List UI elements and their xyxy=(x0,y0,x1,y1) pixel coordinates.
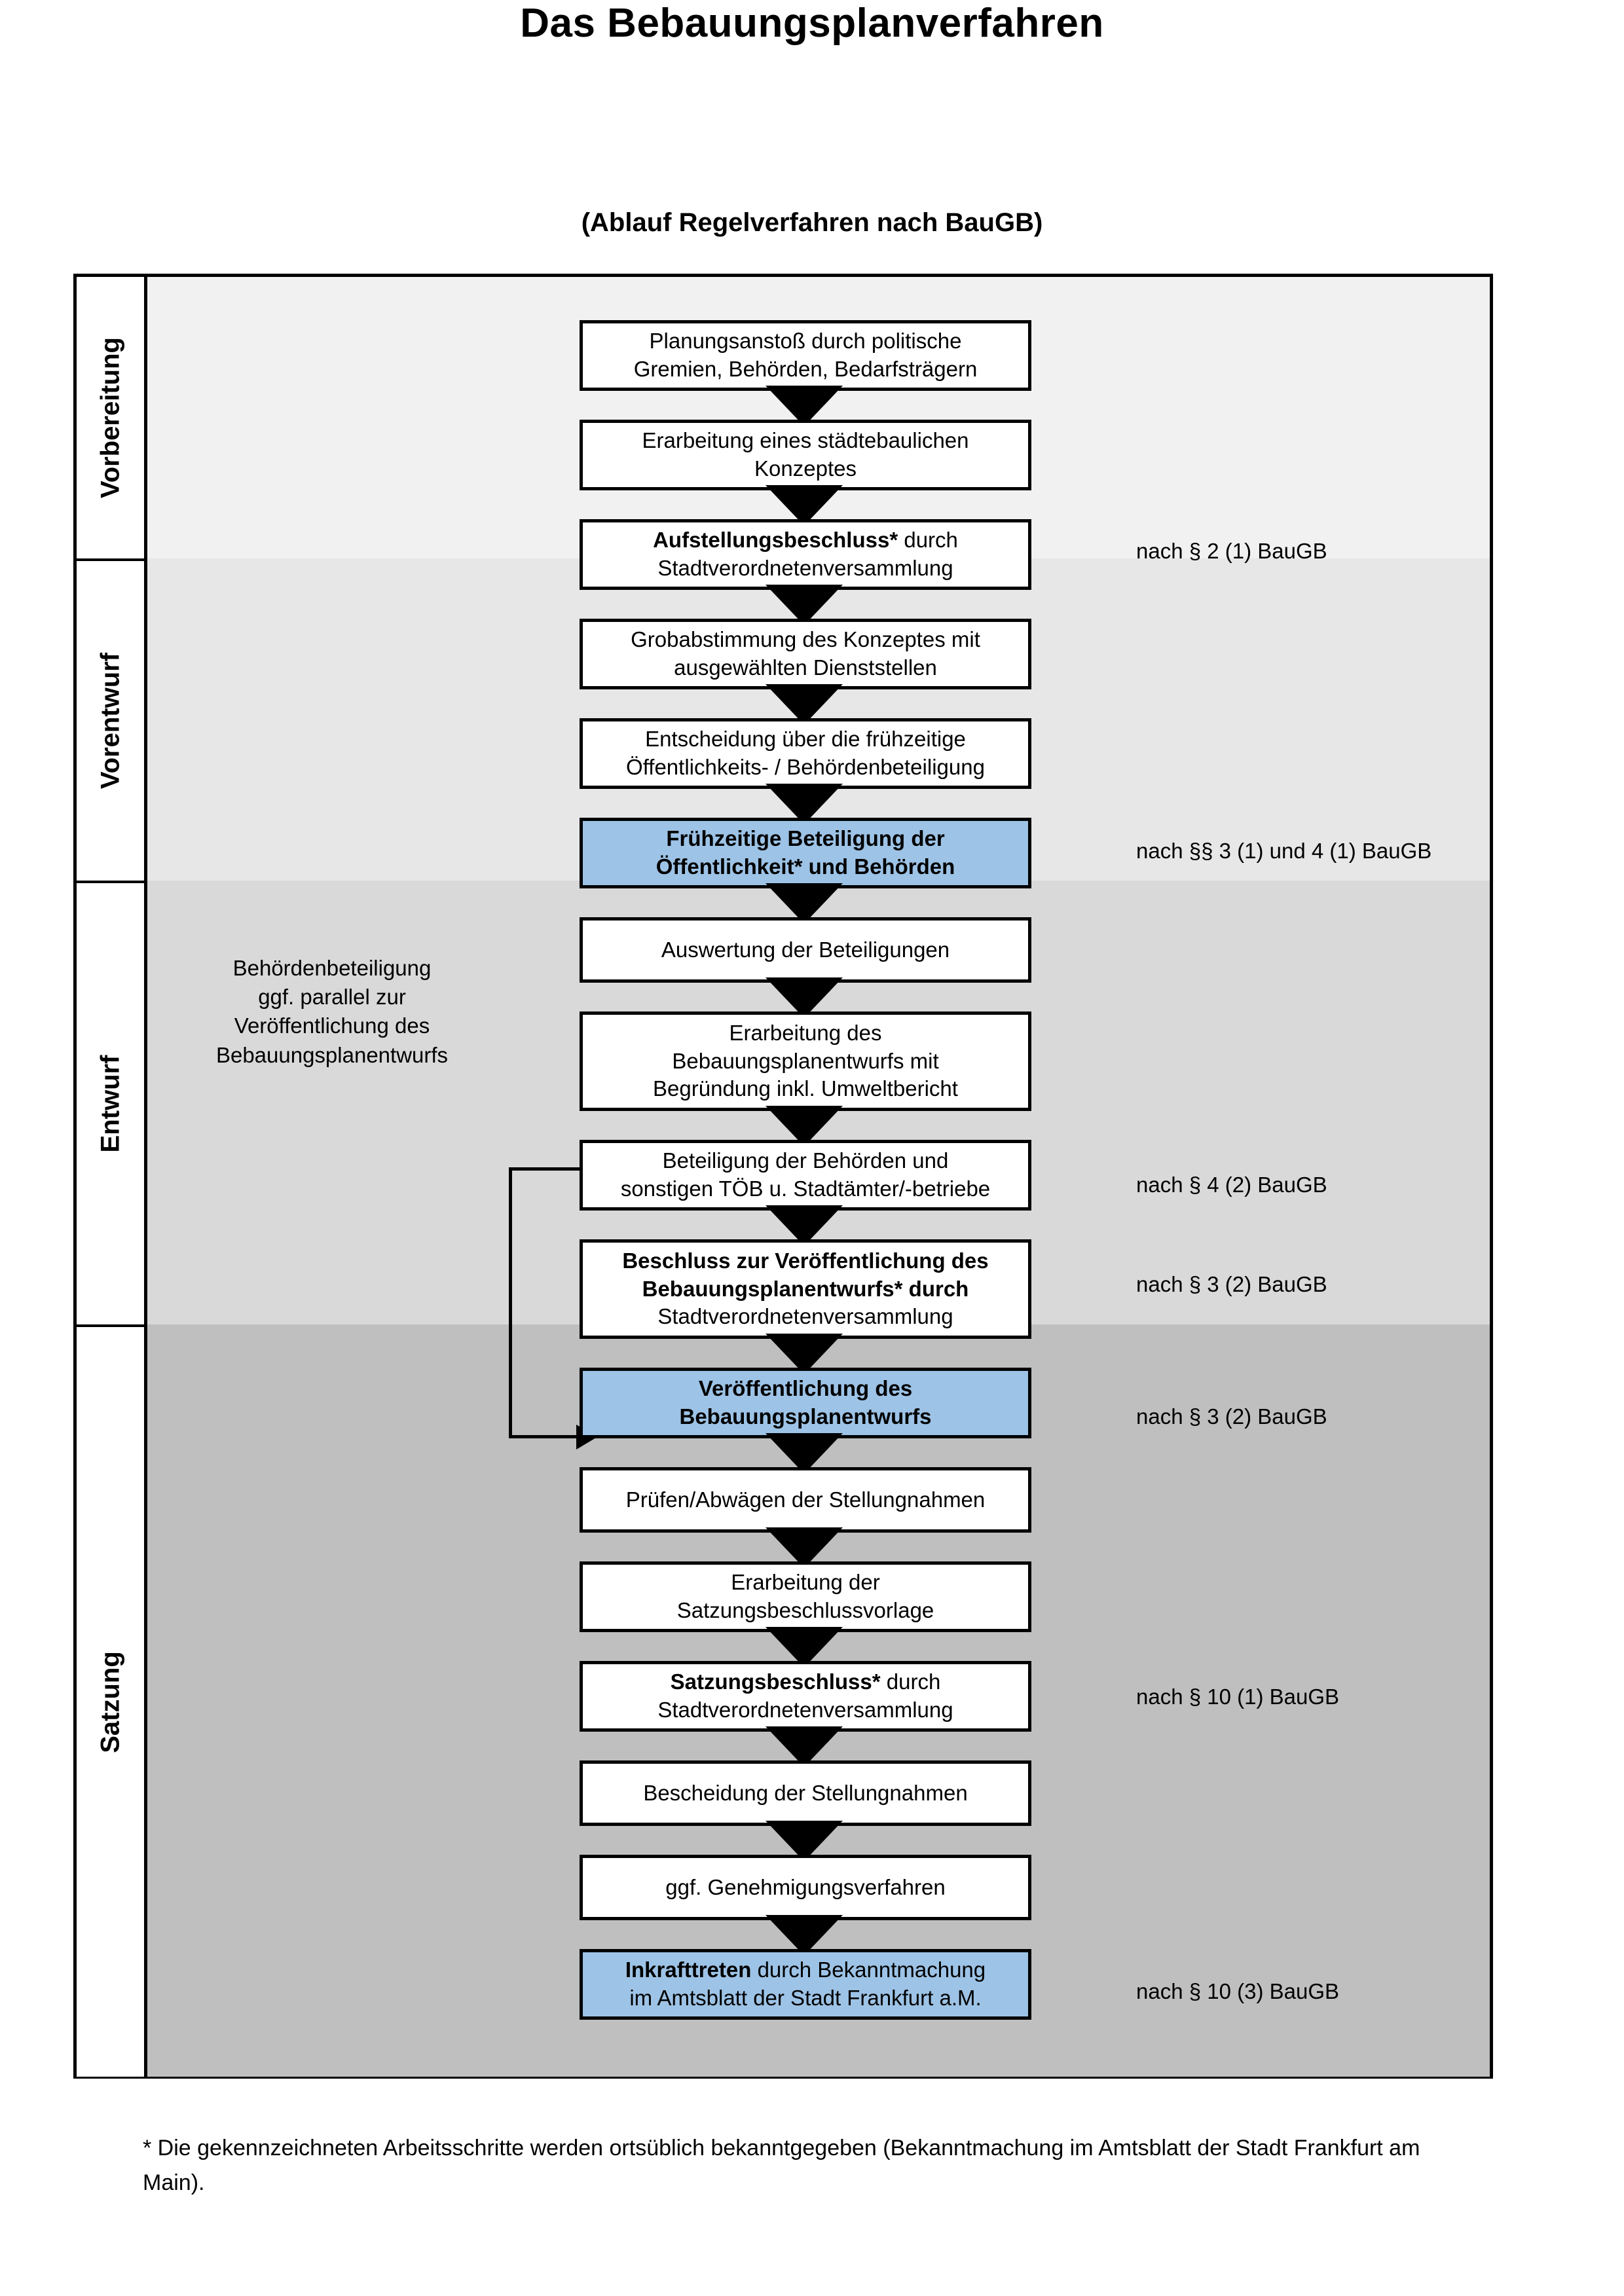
step-box-genehmigungsverfahren[interactable]: ggf. Genehmigungsverfahren xyxy=(580,1855,1031,1920)
step-line: Gremien, Behörden, Bedarfsträgern xyxy=(633,357,978,381)
legal-note-para4-2: nach § 4 (2) BauGB xyxy=(1136,1173,1327,1197)
legal-note-para10-3: nach § 10 (3) BauGB xyxy=(1136,1979,1340,2003)
side-note-line: Bebauungsplanentwurfs xyxy=(215,1042,449,1067)
band-vorbereitung xyxy=(147,277,1490,558)
step-box-grobabstimmung[interactable]: Grobabstimmung des Konzeptes mit ausgewä… xyxy=(580,619,1031,689)
step-box-aufstellungsbeschluss[interactable]: Aufstellungsbeschluss* durch Stadtverord… xyxy=(580,519,1031,590)
step-bold-prefix: Aufstellungsbeschluss* xyxy=(653,528,898,553)
step-line: Beschluss zur Veröffentlichung des xyxy=(622,1248,989,1273)
step-box-bescheidung-stellungnahmen[interactable]: Bescheidung der Stellungnahmen xyxy=(580,1760,1031,1826)
step-line: Entscheidung über die frühzeitige xyxy=(645,727,966,752)
step-line: Erarbeitung eines städtebaulichen xyxy=(642,428,969,453)
step-box-entscheidung-fruehzeitige[interactable]: Entscheidung über die frühzeitige Öffent… xyxy=(580,718,1031,789)
phase-label-vorentwurf: Vorentwurf xyxy=(96,652,124,790)
page-title: Das Bebauungsplanverfahren xyxy=(520,1,1104,46)
step-box-inkrafttreten[interactable]: Inkrafttreten durch Bekanntmachung im Am… xyxy=(580,1949,1031,2020)
step-line: Öffentlichkeit* und Behörden xyxy=(655,854,955,879)
step-line: sonstigen TÖB u. Stadtämter/-betriebe xyxy=(620,1176,991,1201)
step-line: Planungsanstoß durch politische xyxy=(649,329,962,354)
legal-note-para3-2b: nach § 3 (2) BauGB xyxy=(1136,1404,1327,1429)
legal-note-para3-4: nach §§ 3 (1) und 4 (1) BauGB xyxy=(1136,839,1432,863)
legal-note-para2: nach § 2 (1) BauGB xyxy=(1136,539,1327,563)
footnote-text: * Die gekennzeichneten Arbeitsschritte w… xyxy=(143,2136,1420,2195)
step-line: Stadtverordnetenversammlung xyxy=(657,1304,953,1329)
step-line: Auswertung der Beteiligungen xyxy=(661,937,950,962)
phase-satzung: Satzung xyxy=(77,1327,144,2077)
legal-note-para10-1: nach § 10 (1) BauGB xyxy=(1136,1685,1340,1709)
side-note-line: Behördenbeteiligung xyxy=(232,956,432,980)
step-line: Begründung inkl. Umweltbericht xyxy=(653,1076,958,1101)
step-line: Satzungsbeschlussvorlage xyxy=(676,1598,934,1622)
step-line: ggf. Genehmigungsverfahren xyxy=(665,1874,946,1899)
step-line: Öffentlichkeits- / Behördenbeteiligung xyxy=(626,755,985,779)
phase-divider-2 xyxy=(77,881,144,883)
side-note: Behördenbeteiligung ggf. parallel zur Ve… xyxy=(178,954,486,1070)
step-box-planungsanstoss[interactable]: Planungsanstoß durch politische Gremien,… xyxy=(580,320,1031,391)
step-box-erarbeitung-satzungsvorlage[interactable]: Erarbeitung der Satzungsbeschlussvorlage xyxy=(580,1561,1031,1632)
step-line: Grobabstimmung des Konzeptes mit xyxy=(631,627,980,652)
step-box-beteiligung-behoerden[interactable]: Beteiligung der Behörden und sonstigen T… xyxy=(580,1140,1031,1211)
step-line: Bescheidung der Stellungnahmen xyxy=(643,1780,968,1805)
phase-vorentwurf: Vorentwurf xyxy=(77,561,144,881)
step-box-satzungsbeschluss[interactable]: Satzungsbeschluss* durch Stadtverordnete… xyxy=(580,1661,1031,1732)
step-line: Erarbeitung der xyxy=(731,1570,880,1595)
step-box-erarbeitung-entwurf[interactable]: Erarbeitung des Bebauungsplanentwurfs mi… xyxy=(580,1011,1031,1111)
page-subtitle: (Ablauf Regelverfahren nach BauGB) xyxy=(581,208,1043,237)
phase-label-vorbereitung: Vorbereitung xyxy=(96,337,124,498)
step-line: Prüfen/Abwägen der Stellungnahmen xyxy=(625,1487,986,1512)
step-box-veroeffentlichung-entwurf[interactable]: Veröffentlichung des Bebauungsplanentwur… xyxy=(580,1368,1031,1438)
step-bold-prefix: Satzungsbeschluss* xyxy=(670,1669,881,1694)
step-box-pruefen-abwaegen[interactable]: Prüfen/Abwägen der Stellungnahmen xyxy=(580,1467,1031,1533)
bracket-top-segment xyxy=(509,1167,591,1171)
bracket-bottom-segment xyxy=(509,1435,578,1438)
side-note-line: Veröffentlichung des xyxy=(234,1013,430,1038)
step-line: Veröffentlichung des xyxy=(698,1376,913,1401)
side-note-line: ggf. parallel zur xyxy=(258,985,406,1010)
phase-divider-3 xyxy=(77,1324,144,1327)
step-rest: durch xyxy=(898,528,958,553)
step-box-staedtebauliches-konzept[interactable]: Erarbeitung eines städtebaulichen Konzep… xyxy=(580,420,1031,490)
legal-note-para3-2a: nach § 3 (2) BauGB xyxy=(1136,1272,1327,1296)
step-line: Stadtverordnetenversammlung xyxy=(657,556,953,580)
phase-column: Vorbereitung Vorentwurf Entwurf Satzung xyxy=(77,277,147,2077)
phase-vorbereitung: Vorbereitung xyxy=(77,277,144,558)
step-line: Bebauungsplanentwurfs mit xyxy=(672,1048,939,1073)
step-bold-line: Bebauungsplanentwurfs* durch xyxy=(642,1276,969,1301)
flowchart-frame: Vorbereitung Vorentwurf Entwurf Satzung … xyxy=(73,274,1493,2079)
step-line: Erarbeitung des xyxy=(729,1020,882,1045)
step-line: Stadtverordnetenversammlung xyxy=(657,1698,953,1722)
step-line: Frühzeitige Beteiligung der xyxy=(666,826,945,851)
step-line: ausgewählten Dienststellen xyxy=(674,655,937,680)
step-box-beschluss-veroeffentlichung[interactable]: Beschluss zur Veröffentlichung des Bebau… xyxy=(580,1239,1031,1339)
step-box-auswertung-beteiligungen[interactable]: Auswertung der Beteiligungen xyxy=(580,917,1031,983)
phase-entwurf: Entwurf xyxy=(77,883,144,1324)
step-box-fruehzeitige-beteiligung[interactable]: Frühzeitige Beteiligung der Öffentlichke… xyxy=(580,818,1031,888)
phase-label-entwurf: Entwurf xyxy=(96,1055,124,1153)
phase-label-satzung: Satzung xyxy=(96,1650,124,1753)
bracket-vertical-segment xyxy=(509,1167,512,1438)
phase-divider-1 xyxy=(77,558,144,561)
step-line: Beteiligung der Behörden und xyxy=(662,1148,949,1173)
step-line: Bebauungsplanentwurfs xyxy=(679,1404,932,1429)
step-line: im Amtsblatt der Stadt Frankfurt a.M. xyxy=(629,1986,982,2010)
step-bold-prefix: Inkrafttreten xyxy=(625,1958,752,1982)
step-line: Konzeptes xyxy=(754,456,857,481)
